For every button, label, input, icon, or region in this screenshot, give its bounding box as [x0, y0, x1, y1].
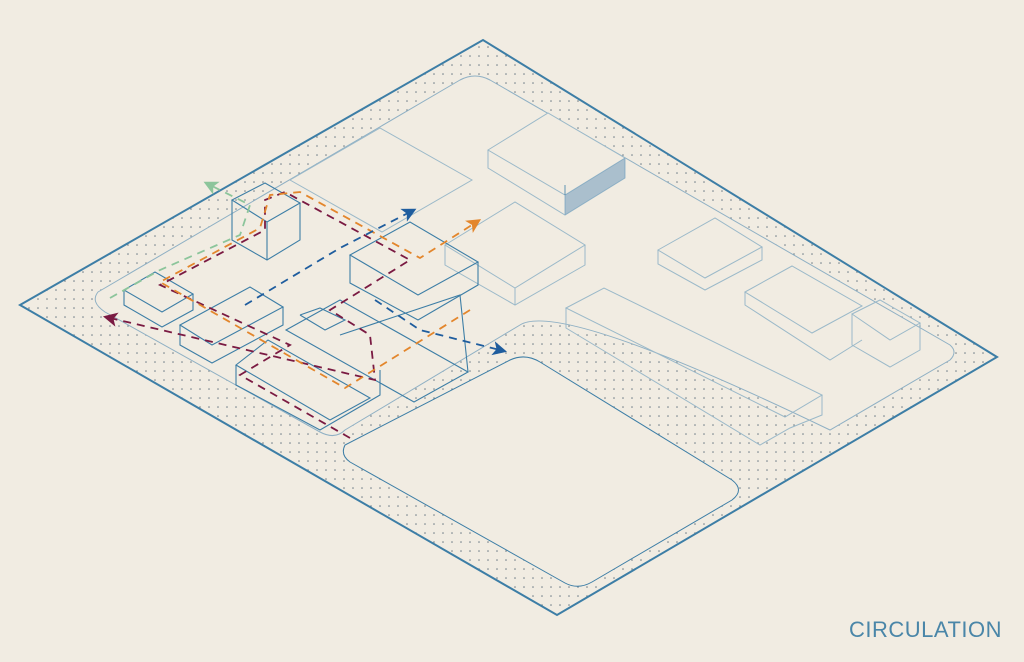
upper-ground	[94, 75, 955, 436]
lower-parcel	[342, 356, 739, 587]
route-maroon	[102, 191, 412, 439]
route-orange	[158, 191, 482, 390]
circulation-routes	[102, 181, 507, 439]
route-green	[109, 181, 252, 299]
route-blue-2	[374, 299, 507, 356]
main-complex	[122, 182, 480, 431]
diagram-title: CIRCULATION	[849, 617, 1002, 642]
hatched-facade	[565, 158, 625, 215]
